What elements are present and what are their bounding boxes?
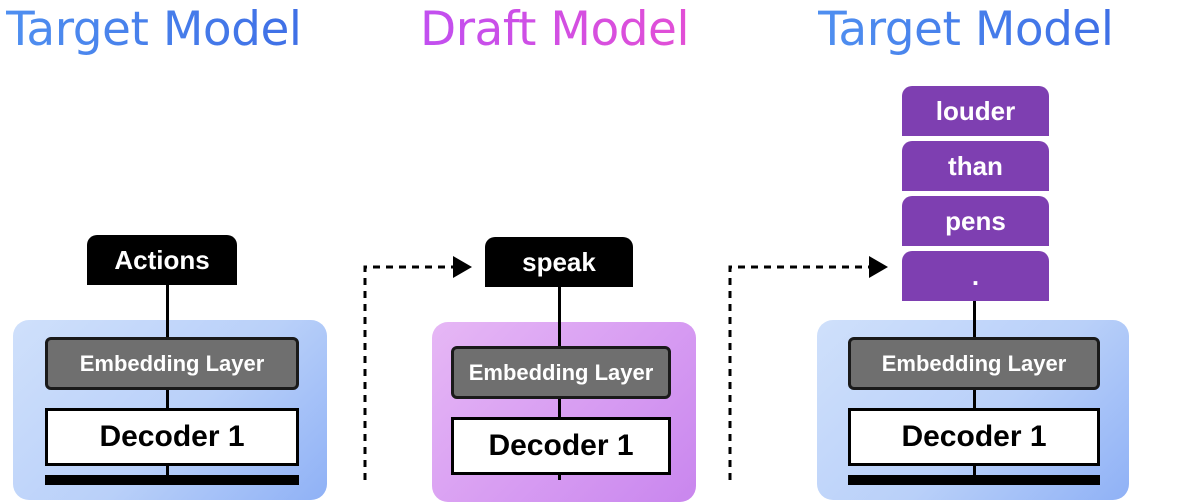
target-model-title-right: Target Model (818, 2, 1114, 57)
token-actions: Actions (87, 235, 237, 285)
flow-arrows (363, 256, 888, 480)
token-pens: pens (902, 196, 1049, 246)
embedding-layer-left: Embedding Layer (45, 337, 299, 390)
decoder-next-right (848, 475, 1100, 485)
token-louder: louder (902, 86, 1049, 136)
target-model-title-left: Target Model (6, 2, 302, 57)
decoder-1-left: Decoder 1 (45, 408, 299, 466)
decoder-1-right: Decoder 1 (848, 408, 1100, 466)
embedding-layer-right: Embedding Layer (848, 337, 1100, 390)
arrowhead-target (869, 256, 888, 278)
token-than: than (902, 141, 1049, 191)
embedding-layer-middle: Embedding Layer (451, 346, 671, 399)
token-period: . (902, 251, 1049, 301)
draft-model-title: Draft Model (420, 2, 690, 57)
arrowhead-draft (453, 256, 472, 278)
token-speak: speak (485, 237, 633, 287)
arrow-draft-to-target (728, 265, 872, 480)
decoder-next-left (45, 475, 299, 485)
decoder-1-middle: Decoder 1 (451, 417, 671, 475)
arrow-target-to-draft (363, 265, 454, 480)
